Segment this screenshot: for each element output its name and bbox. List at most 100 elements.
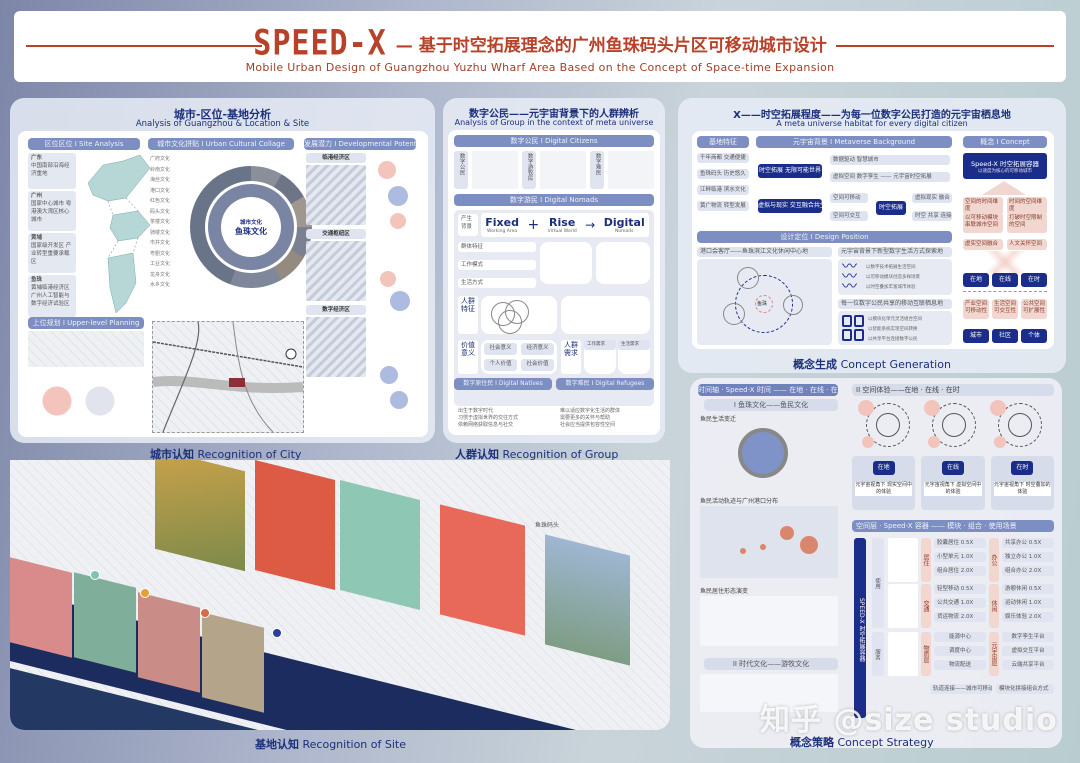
crowd-feature-label: 人群特征 [458, 296, 478, 334]
concept-subtitle: A meta universe habitat for every digita… [776, 119, 968, 128]
subtitle-en: Mobile Urban Design of Guangzhou Yuzhu W… [245, 61, 835, 74]
culture-list: 广府文化岭南文化海丝文化港口文化红色文化码头文化茶楼文化骑楼文化市井文化粤剧文化… [150, 156, 171, 288]
site-marker-label: 鱼珠码头 [535, 522, 560, 529]
site-item-huangpu: 黄埔国家级开发区 产业转型重要承载区 [28, 233, 76, 273]
bubble-peach [380, 271, 396, 287]
site-features-list: 千年商都 交通便捷 鱼珠码头 历史悠久 江畔临港 滨水文化 黄广物流 转型发展 [697, 153, 749, 211]
city-analysis-panel: 城市-区位-基地分析 Analysis of Guangzhou & Locat… [10, 98, 435, 443]
watermark: 知乎 @size studio [760, 703, 1058, 738]
development-col: 临港经济区 交通枢纽区 数字经济区 [306, 153, 366, 381]
fisher-life-label: 鱼民生活变迁 [700, 416, 737, 423]
recognition-group-caption: 人群认知 Recognition of Group [455, 448, 619, 461]
citizen-illustration-1 [471, 151, 518, 189]
digital-natives-band: 数字原住民 I Digital Natives [454, 378, 552, 390]
citizen-illustration-3 [607, 151, 654, 189]
nomad-diagram-2 [596, 242, 650, 284]
concept-main-box: Speed-X 时空拓展容器 以速度为核心的可移动城市 [963, 153, 1047, 179]
location-maps [87, 154, 151, 314]
concept-online: 在线 [992, 273, 1018, 287]
header-rule-right [836, 45, 1054, 47]
site-analysis-band: 区位区位 I Site Analysis [28, 138, 140, 150]
concept-strategy-panel: 时间轴 · Speed-X 时间 —— 在地 · 在线 · 在时 I 鱼珠文化—… [690, 378, 1062, 749]
coastline-map [700, 506, 838, 578]
left-position-title: 港口会客厅——鱼珠滨江文化休闲中心地 [697, 247, 832, 257]
need-label: 人群需求 [561, 340, 581, 374]
citizen-type-1: 数字公民 [454, 151, 468, 189]
concept-card: 基地特征 千年商都 交通便捷 鱼珠码头 历史悠久 江畔临港 滨水文化 黄广物流 … [692, 131, 1054, 349]
site-features-band: 基地特征 [697, 136, 749, 148]
value-items: 社会意义 经济意义 个人价值 社会价值 [481, 340, 557, 374]
site-analysis-list: 广东中国南部沿海经济重地 广州国家中心城市 粤港澳大湾区核心城市 黄埔国家级开发… [28, 153, 76, 317]
poster-header: SPEED-X — 基于时空拓展理念的广州鱼珠码头片区可移动城市设计 Mobil… [14, 11, 1066, 82]
recognition-city-caption: 城市认知 Recognition of City [150, 448, 302, 461]
bubble-peach [378, 161, 396, 179]
need-illustration-2: 生活需求 [618, 340, 650, 374]
header-rule-left [26, 45, 262, 47]
timeline-band: 时间轴 · Speed-X 时间 —— 在地 · 在线 · 在时 [698, 384, 838, 396]
wave-icon: 〰〰〰 [842, 257, 858, 295]
development-band: 发展潜力 I Developmental Potential [304, 138, 416, 150]
culture-ring-center [221, 197, 281, 257]
metaverse-navy-1: 时空拓展 无限可能世界 [758, 164, 822, 178]
concept-generation-panel: X——时空拓展程度——为每一位数字公民打造的元宇宙栖息地 A meta univ… [678, 98, 1066, 373]
dev-item-2: 交通枢纽区 [306, 229, 366, 239]
timeline-node[interactable] [140, 588, 150, 598]
metaverse-center: 时空拓展 [876, 201, 906, 215]
timeline-node[interactable] [200, 608, 210, 618]
crowd-venn-diagram [481, 296, 557, 334]
city-analysis-card: 区位区位 I Site Analysis 广东中国南部沿海经济重地 广州国家中心… [18, 131, 428, 437]
nomad-side-labels: 群体特征 工作模式 生活方式 [458, 242, 536, 288]
position-circle-diagram: 鱼珠 [697, 259, 832, 345]
timeline-node[interactable] [90, 570, 100, 580]
history-photo-4 [202, 612, 264, 713]
group-analysis-panel: 数字公民——元宇宙背景下的人群辨析 Analysis of Group in t… [443, 98, 665, 443]
design-position-band: 设计定位 I Design Position [697, 231, 952, 243]
citizen-type-2: 数字游牧民 [522, 151, 536, 189]
concept-title: X——时空拓展程度——为每一位数字公民打造的元宇宙栖息地 [733, 110, 1011, 121]
citizen-types: 数字公民 数字游牧民 数字难民 [454, 151, 654, 189]
origin-label: 产生背景 [458, 214, 478, 236]
concept-strategy-caption: 概念策略 Concept Strategy [790, 736, 934, 749]
planning-map [28, 331, 144, 367]
bubble-peach [390, 213, 406, 229]
experience-orbits [852, 400, 1054, 452]
group-analysis-card: 数字公民 I Digital Citizens 数字公民 数字游牧民 数字难民 … [448, 130, 660, 435]
digital-refugees-band: 数字难民 I Digital Refugees [556, 378, 654, 390]
city-analysis-subtitle: Analysis of Guangzhou & Location & Site [135, 119, 310, 129]
concept-band: 概念 I Concept [963, 136, 1047, 148]
bubble-blue [390, 391, 408, 409]
road-network-icon [152, 321, 304, 433]
metaverse-bg-band: 元宇宙背景 I Metaverse Background [756, 136, 952, 148]
metaverse-navy-2: 虚拟与现实 交互融合共生 [758, 199, 822, 213]
experience-card-online[interactable]: 在线元宇宙视角下 虚拟空间中的体验 [921, 456, 985, 510]
site-item-yuzhu: 鱼珠黄埔临港经济区 广州人工智能与数字经济试验区 [28, 275, 76, 317]
nomad-culture-subband: II 时代文化——游牧文化 [704, 658, 838, 670]
photo-panel-5 [545, 534, 630, 666]
nomad-diagram-1 [540, 242, 592, 284]
dev-image-1 [306, 165, 366, 225]
grid-icon [842, 315, 864, 341]
experience-card-onsite[interactable]: 在地元宇宙视角下 现实空间中的体验 [852, 456, 916, 510]
site-location-map [152, 321, 304, 433]
timeline-node[interactable] [272, 628, 282, 638]
concept-pyramid [982, 181, 1026, 195]
nomad-icons [700, 674, 838, 712]
refugees-text: 难以适应数字化生活的群体需要更多的关怀与帮助社会应当提供包容性空间 [560, 408, 621, 428]
dev-item-1: 临港经济区 [306, 153, 366, 163]
district-maps [28, 371, 144, 431]
upper-planning-band: 上位规划 I Upper-level Planning [28, 317, 144, 329]
value-label: 价值意义 [458, 340, 478, 374]
recognition-site-caption: 基地认知 Recognition of Site [255, 738, 406, 751]
brand-logo: SPEED-X [253, 23, 387, 64]
site-item-guangdong: 广东中国南部沿海经济重地 [28, 153, 76, 189]
experience-card-ontime[interactable]: 在时元宇宙视角下 时空叠加的体验 [990, 456, 1054, 510]
fisher-housing-label: 鱼民居住形态演变 [700, 588, 749, 595]
grid-section: 以模块化单元灵活组合空间以智能系统实现空间转换以共享平台连接数字公民 [838, 311, 952, 345]
photo-panel-2 [255, 460, 335, 590]
experience-band: II 空间体验——在地 · 在线 · 在时 [852, 384, 1054, 396]
photo-panel-3 [340, 480, 420, 610]
concept-onsite: 在地 [963, 273, 989, 287]
bubble-blue [390, 291, 410, 311]
wave-section: 〰〰〰 以数字技术拓展生活空间以可移动模块创造多样场景以时空叠加丰富城市体验 [838, 259, 952, 295]
